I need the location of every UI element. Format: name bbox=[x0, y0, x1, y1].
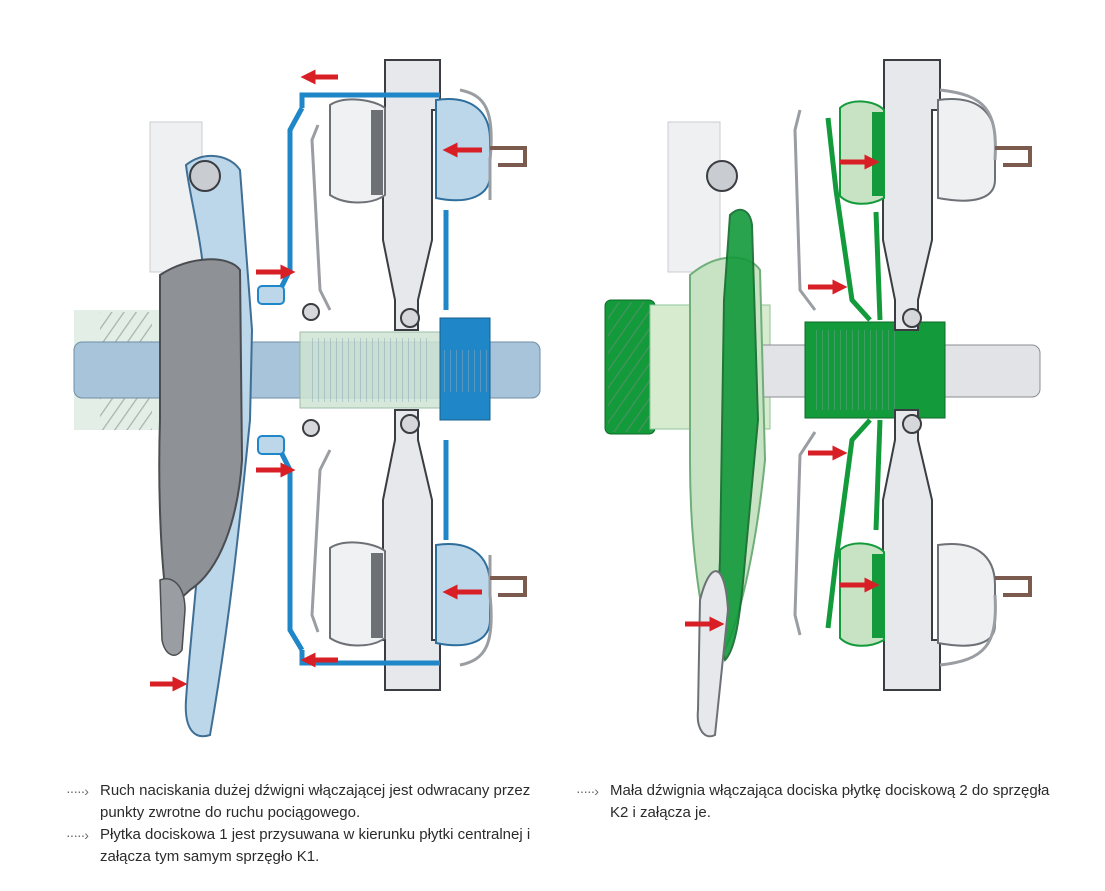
central-plate bbox=[382, 59, 441, 331]
drum-top-right bbox=[937, 98, 996, 202]
shaft-spline-pattern bbox=[310, 338, 430, 402]
bracket-bottom bbox=[490, 576, 527, 597]
central-plate-lower bbox=[382, 409, 441, 691]
caption-text: Ruch naciskania dużej dźwigni włączające… bbox=[100, 782, 531, 821]
central-plate-lower bbox=[882, 409, 941, 691]
hub-splines bbox=[440, 350, 490, 392]
release-ball-bottom bbox=[302, 419, 320, 437]
caption-text: Płytka dociskowa 1 jest przysuwana w kie… bbox=[100, 826, 531, 865]
gray-linkage-top bbox=[310, 88, 493, 311]
lever-gray-body bbox=[158, 258, 244, 612]
gray-linkage-top bbox=[793, 88, 997, 311]
bearing-top bbox=[400, 308, 420, 328]
dotted-arrow-icon: ·····› bbox=[576, 783, 599, 799]
green-gear-teeth bbox=[608, 302, 652, 432]
bracket-top bbox=[490, 146, 527, 167]
lever-pivot bbox=[706, 160, 738, 192]
green-linkage-bottom bbox=[825, 418, 883, 629]
friction-lining-bottom bbox=[371, 553, 383, 638]
left-clutch-diagram bbox=[73, 59, 541, 738]
outer-lever-gray bbox=[696, 570, 730, 738]
bearing-bottom bbox=[400, 414, 420, 434]
friction-lining-top bbox=[371, 110, 383, 195]
bracket-top bbox=[995, 146, 1032, 167]
green-linkage-top bbox=[825, 117, 883, 322]
release-ball-top bbox=[302, 303, 320, 321]
central-plate bbox=[882, 59, 941, 331]
friction-lining-top bbox=[872, 112, 884, 196]
gray-linkage-bottom bbox=[793, 431, 997, 667]
blue-linkage-top bbox=[277, 92, 449, 310]
release-bearing-top bbox=[257, 285, 285, 305]
dotted-arrow-icon: ·····› bbox=[66, 827, 89, 843]
lever-lower-gray bbox=[159, 578, 186, 656]
lever-pivot bbox=[189, 160, 221, 192]
caption-left: ·····› Ruch naciskania dużej dźwigni włą… bbox=[66, 780, 546, 868]
bracket-bottom bbox=[995, 576, 1032, 597]
drum-bottom-right bbox=[937, 543, 996, 647]
caption-right: ·····› Mała dźwignia włączająca dociska … bbox=[576, 780, 1056, 824]
bearing-bottom bbox=[902, 414, 922, 434]
caption-item: ·····› Mała dźwignia włączająca dociska … bbox=[576, 780, 1056, 824]
release-bearing-bottom bbox=[257, 435, 285, 455]
bearing-top bbox=[902, 308, 922, 328]
dotted-arrow-icon: ·····› bbox=[66, 783, 89, 799]
gray-linkage-bottom bbox=[310, 449, 493, 667]
right-clutch-diagram bbox=[604, 59, 1041, 738]
green-hub-splines bbox=[815, 330, 900, 410]
caption-text: Mała dźwignia włączająca dociska płytkę … bbox=[610, 782, 1050, 821]
clutch-diagrams bbox=[73, 59, 1041, 738]
friction-lining-bottom bbox=[872, 554, 884, 638]
caption-item: ·····› Ruch naciskania dużej dźwigni włą… bbox=[66, 780, 546, 824]
caption-item: ·····› Płytka dociskowa 1 jest przysuwan… bbox=[66, 824, 546, 868]
housing-block bbox=[667, 121, 721, 273]
pressure-plate-1-bottom bbox=[435, 543, 491, 647]
